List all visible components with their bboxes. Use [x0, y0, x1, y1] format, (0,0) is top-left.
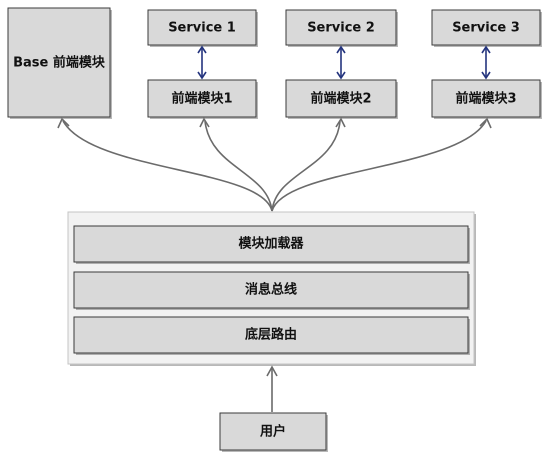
layer-module-loader: 模块加载器	[73, 225, 470, 264]
frontend-module-2-label: 前端模块2	[310, 91, 371, 107]
connector-curve	[204, 120, 273, 212]
layer-message-bus-rect	[73, 271, 469, 309]
connector-arrowhead	[266, 365, 278, 377]
base-module-rect	[7, 7, 111, 118]
service-1-rect	[147, 9, 257, 46]
service-3-label: Service 3	[452, 21, 520, 36]
service-2-box: Service 2	[285, 9, 398, 47]
base-module-label: Base 前端模块	[13, 55, 106, 71]
service-1-box: Service 1	[147, 9, 258, 47]
connector-arrowhead	[479, 117, 492, 129]
connector-curve	[271, 120, 487, 212]
core-container: 模块加载器 消息总线 底层路由	[67, 211, 476, 366]
service-1-label: Service 1	[168, 21, 236, 36]
frontend-module-1-rect	[147, 79, 257, 118]
user-rect	[219, 412, 327, 451]
link-arrowhead-down	[197, 71, 207, 80]
link-arrowhead-up	[481, 45, 491, 54]
service-1-link	[197, 45, 207, 80]
layer-base-router-label: 底层路由	[245, 327, 297, 343]
service-3-link	[481, 45, 491, 80]
connector-curve	[271, 120, 341, 212]
service-3-box: Service 3	[431, 9, 542, 47]
frontend-module-3-label: 前端模块3	[455, 91, 516, 107]
service-2-link	[336, 45, 346, 80]
frontend-module-1-label: 前端模块1	[171, 91, 232, 107]
service-2-rect	[285, 9, 397, 46]
frontend-module-2-rect	[285, 79, 397, 118]
link-arrowhead-down	[336, 71, 346, 80]
connector-arrowhead	[199, 117, 210, 128]
layer-module-loader-rect	[73, 225, 469, 263]
layer-message-bus: 消息总线	[73, 271, 470, 310]
frontend-module-2-box: 前端模块2	[285, 79, 398, 119]
service-3-rect	[431, 9, 541, 46]
link-arrowhead-down	[481, 71, 491, 80]
frontend-module-3-box: 前端模块3	[431, 79, 542, 119]
layer-base-router-rect	[73, 316, 469, 354]
connector-to-frontend-1	[199, 117, 273, 212]
layer-base-router: 底层路由	[73, 316, 470, 355]
user-box: 用户	[219, 412, 328, 452]
frontend-module-3-rect	[431, 79, 541, 118]
service-2-label: Service 2	[307, 21, 375, 36]
connector-arrowhead	[335, 117, 346, 128]
layer-module-loader-label: 模块加载器	[238, 236, 304, 252]
base-module-box: Base 前端模块	[7, 7, 112, 119]
connector-curve	[62, 120, 273, 212]
connector-user-to-container	[266, 365, 278, 412]
link-arrowhead-up	[197, 45, 207, 54]
link-arrowhead-up	[336, 45, 346, 54]
layer-message-bus-label: 消息总线	[245, 282, 297, 298]
connector-to-base	[57, 117, 273, 212]
frontend-module-1-box: 前端模块1	[147, 79, 258, 119]
connector-to-frontend-3	[271, 117, 492, 212]
connector-to-frontend-2	[271, 117, 346, 212]
connector-arrowhead	[57, 117, 70, 129]
user-label: 用户	[259, 424, 286, 440]
